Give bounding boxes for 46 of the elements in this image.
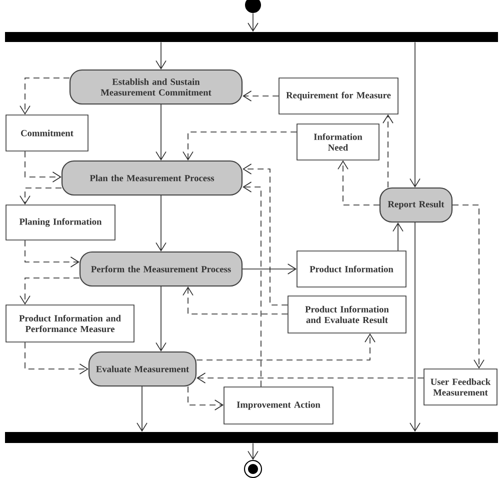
dashed-arrow (182, 286, 288, 314)
dashed-arrow (242, 90, 279, 102)
dashed-arrow (182, 132, 297, 160)
object-box: Product Information (296, 250, 406, 288)
object-box: Commitment (6, 114, 88, 152)
object-box: Product Information and Performance Measure (6, 304, 134, 342)
arrow (248, 442, 258, 460)
synchronization-bar (5, 32, 498, 42)
action-box: Evaluate Measurement (88, 351, 197, 387)
dashed-arrow (242, 164, 288, 306)
object-box: Product Information and Evaluate Result (288, 296, 406, 334)
arrow (242, 264, 297, 274)
arrow (156, 42, 166, 70)
object-box: User Feedback Measurement (424, 368, 498, 406)
object-box: Planing Information (6, 204, 116, 240)
arrow (410, 42, 420, 188)
object-box: Information Need (296, 124, 380, 160)
dashed-arrow (20, 188, 62, 205)
arrow (410, 222, 420, 432)
synchronization-bar (5, 432, 498, 443)
dashed-arrow (382, 114, 394, 188)
dashed-arrow (20, 78, 70, 115)
arrow (156, 286, 166, 352)
dashed-arrow (338, 160, 380, 206)
object-box: Improvement Action (224, 386, 334, 424)
action-box: Plan the Measurement Process (61, 160, 243, 196)
arrow (248, 12, 258, 32)
dashed-arrow (24, 342, 88, 374)
action-box: Establish and Sustain Measurement Commitment (69, 69, 243, 105)
dashed-arrow (196, 372, 424, 384)
arrow (156, 104, 166, 160)
dashed-arrow (24, 151, 62, 182)
action-box: Perform the Measurement Process (79, 251, 243, 287)
initial-node (245, 0, 261, 13)
dashed-arrow (242, 182, 262, 387)
dashed-arrow (188, 386, 224, 410)
action-box: Report Result (379, 187, 453, 223)
object-box: Requirement for Measure (278, 78, 398, 114)
dashed-arrow (20, 278, 80, 305)
dashed-arrow (24, 240, 80, 268)
arrow (156, 195, 166, 252)
dashed-arrow (452, 204, 484, 369)
dashed-arrow (196, 333, 376, 360)
arrow (392, 222, 404, 251)
arrow (136, 386, 148, 432)
final-node (244, 460, 262, 478)
